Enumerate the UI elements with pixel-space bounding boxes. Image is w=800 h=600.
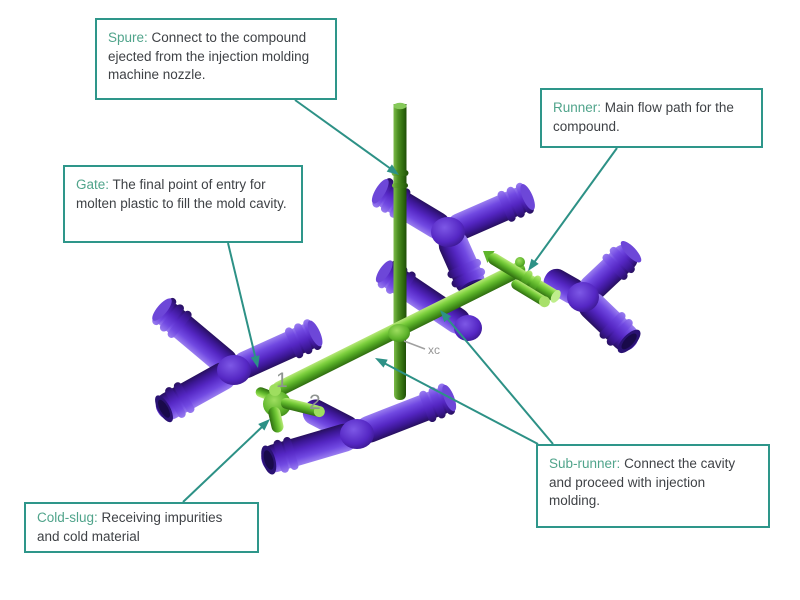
sub-runner-arrow-2 bbox=[440, 310, 554, 445]
spure-arrow bbox=[294, 99, 399, 175]
origin-label: xc bbox=[428, 343, 440, 357]
cold-slug-stub bbox=[268, 406, 284, 433]
callout-sub-runner-title: Sub-runner: bbox=[549, 456, 621, 471]
cavity-fitting-bottom bbox=[261, 383, 457, 475]
gate-stub bbox=[280, 397, 325, 418]
callout-spure-text: Connect to the compound ejected from the… bbox=[108, 30, 310, 83]
callout-runner: Runner: Main flow path for the compound. bbox=[540, 88, 763, 148]
callout-spure: Spure: Connect to the compound ejected f… bbox=[95, 18, 337, 100]
callout-cold-slug-text: Receiving impurities and cold material bbox=[37, 510, 223, 544]
cad-annotations: xc 1 2 bbox=[276, 340, 440, 414]
sub-runner-right bbox=[483, 251, 561, 308]
callout-gate: Gate: The final point of entry for molte… bbox=[63, 165, 303, 243]
callout-cold-slug-title: Cold-slug: bbox=[37, 510, 98, 525]
leader-arrows bbox=[182, 99, 618, 503]
callout-gate-text: The final point of entry for molten plas… bbox=[76, 177, 287, 211]
gate-1-label: 1 bbox=[276, 369, 288, 392]
callout-runner-title: Runner: bbox=[553, 100, 602, 115]
callout-spure-title: Spure: bbox=[108, 30, 148, 45]
cavity-fitting-left bbox=[152, 297, 323, 423]
runner-arrow bbox=[528, 147, 618, 271]
sub-runner-arrow-1 bbox=[375, 358, 539, 445]
callout-sub-runner-text: Connect the cavity and proceed with inje… bbox=[549, 456, 736, 509]
sprue bbox=[391, 102, 409, 400]
gate-2-label: 2 bbox=[309, 391, 321, 414]
callout-cold-slug: Cold-slug: Receiving impurities and cold… bbox=[24, 502, 259, 553]
cold-slug-arrow bbox=[182, 419, 270, 503]
callout-sub-runner: Sub-runner: Connect the cavity and proce… bbox=[536, 444, 770, 528]
cold-slug-junction bbox=[255, 384, 325, 433]
callout-gate-title: Gate: bbox=[76, 177, 110, 192]
gate-arrow bbox=[227, 242, 260, 368]
runner-bar bbox=[272, 262, 526, 397]
callout-runner-text: Main flow path for the compound. bbox=[553, 100, 734, 134]
